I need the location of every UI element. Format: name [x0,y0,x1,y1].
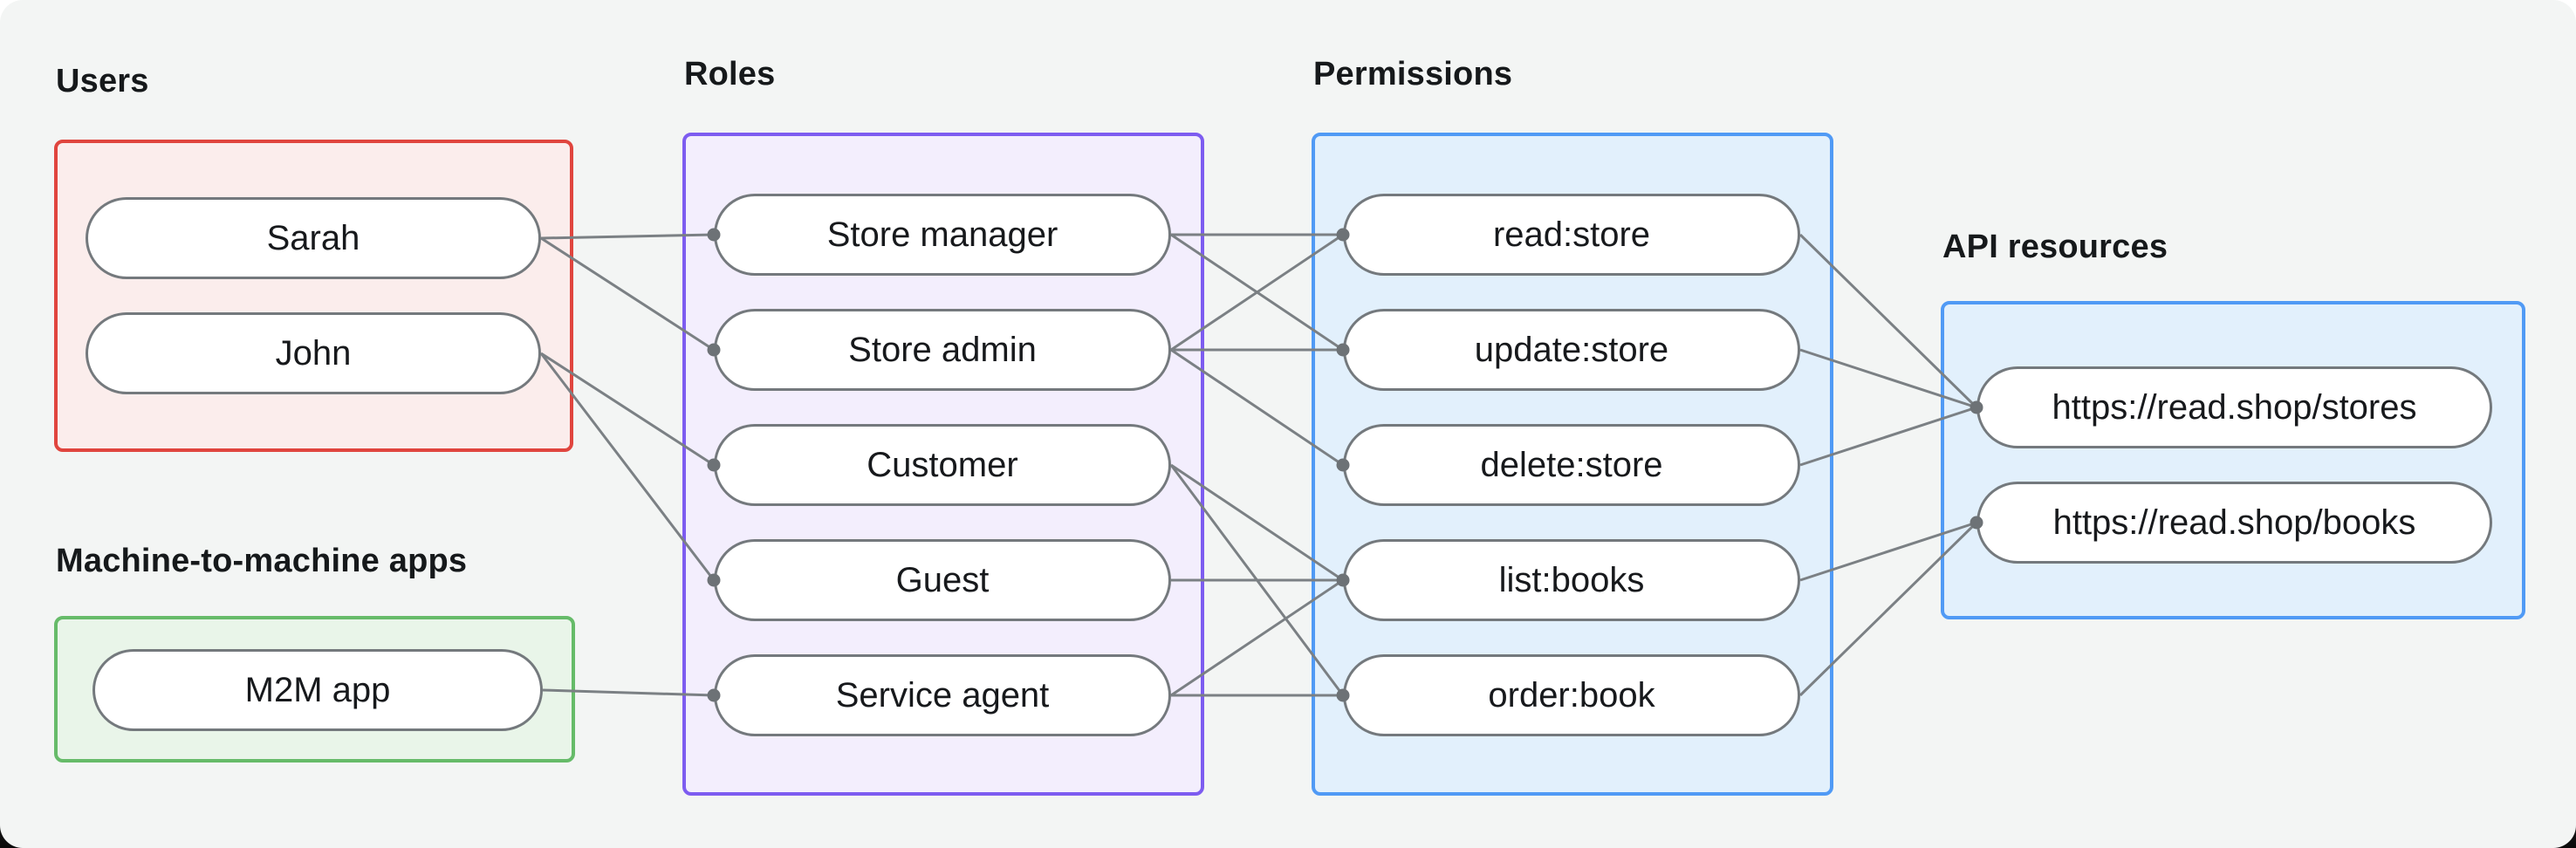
edge-sarah-store_manager [540,233,715,240]
edge-order_book-books [1798,521,1978,697]
node-order_book: order:book [1343,654,1800,736]
node-sarah: Sarah [86,197,541,279]
node-john: John [86,312,541,394]
edge-customer-list_books [1170,463,1344,582]
edge-john-guest [539,352,716,581]
group-box-roles [682,133,1204,796]
node-customer: Customer [714,424,1171,506]
edge-dot-store_admin [707,343,721,357]
node-read_store: read:store [1343,194,1800,276]
group-label-api: API resources [1942,229,2168,265]
node-m2m_app: M2M app [92,649,543,731]
group-label-users: Users [56,63,149,99]
node-service_agent: Service agent [714,654,1171,736]
edge-read_store-stores [1798,233,1978,409]
edge-dot-service_agent [707,688,721,702]
node-books: https://read.shop/books [1977,482,2492,564]
edge-store_admin-delete_store [1170,348,1344,467]
edge-dot-stores [1970,400,1983,414]
edge-list_books-books [1799,521,1977,582]
group-box-users [54,140,573,452]
group-label-m2m: Machine-to-machine apps [56,543,468,579]
node-store_admin: Store admin [714,309,1171,391]
node-guest: Guest [714,539,1171,621]
node-list_books: list:books [1343,539,1800,621]
edge-store_manager-update_store [1170,233,1344,352]
edge-dot-delete_store [1336,458,1350,472]
edge-m2m_app-service_agent [542,688,715,697]
group-box-permissions [1312,133,1833,796]
edge-dot-books [1970,516,1983,530]
node-stores: https://read.shop/stores [1977,366,2492,448]
edge-dot-list_books [1336,573,1350,587]
edge-dot-order_book [1336,688,1350,702]
edge-dot-guest [707,573,721,587]
edge-dot-customer [707,458,721,472]
node-update_store: update:store [1343,309,1800,391]
group-label-permissions: Permissions [1313,56,1513,92]
edge-dot-store_manager [707,228,721,242]
group-box-api [1941,301,2525,619]
edge-john-customer [540,352,715,467]
node-store_manager: Store manager [714,194,1171,276]
edge-delete_store-stores [1799,406,1977,467]
edge-customer-order_book [1169,464,1345,696]
edge-dot-update_store [1336,343,1350,357]
group-box-m2m [54,616,575,763]
edge-dot-read_store [1336,228,1350,242]
edge-service_agent-list_books [1170,578,1344,697]
edge-sarah-store_admin [540,236,715,352]
edge-store_admin-read_store [1170,233,1344,352]
node-delete_store: delete:store [1343,424,1800,506]
group-label-roles: Roles [684,56,776,92]
edge-update_store-stores [1799,348,1977,409]
